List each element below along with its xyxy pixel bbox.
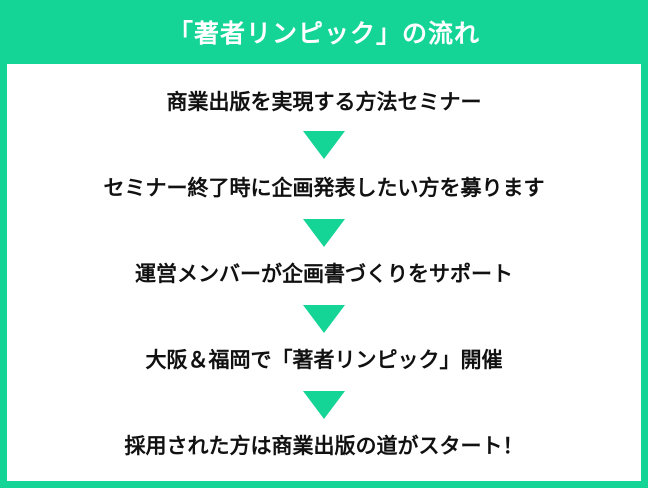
page-title: 「著者リンピック」の流れ (167, 19, 480, 48)
step-3: 運営メンバーが企画書づくりをサポート (135, 262, 513, 286)
step-1: 商業出版を実現する方法セミナー (166, 90, 482, 114)
step-2: セミナー終了時に企画発表したい方を募ります (103, 176, 545, 200)
down-arrow-icon (303, 131, 345, 159)
step-5: 採用された方は商業出版の道がスタート！ (124, 434, 524, 458)
header-bar: 「著者リンピック」の流れ (0, 0, 648, 64)
down-arrow-icon (303, 391, 345, 419)
step-4: 大阪＆福岡で「著者リンピック」開催 (145, 348, 503, 372)
down-arrow-icon (303, 219, 345, 247)
flow-steps: 商業出版を実現する方法セミナー セミナー終了時に企画発表したい方を募ります 運営… (7, 64, 641, 481)
down-arrow-icon (303, 305, 345, 333)
